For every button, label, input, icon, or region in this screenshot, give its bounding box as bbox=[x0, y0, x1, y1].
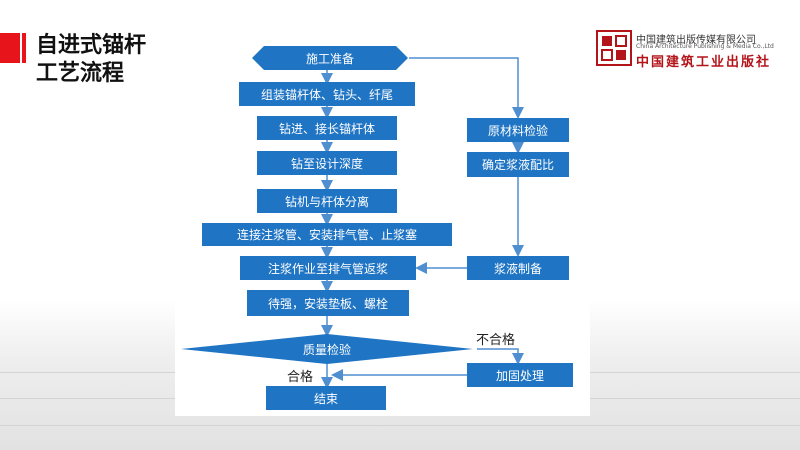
step-assemble: 组装锚杆体、钻头、纤尾 bbox=[239, 82, 415, 106]
decision-shape bbox=[181, 334, 473, 364]
slide-title: 自进式锚杆 工艺流程 bbox=[36, 32, 146, 88]
floor-line bbox=[0, 425, 800, 426]
logo-name-en: China Architecture Publishing & Media Co… bbox=[636, 43, 774, 50]
side-slurry-prep: 浆液制备 bbox=[467, 256, 569, 280]
accent-bar bbox=[0, 33, 20, 63]
start-node-shape bbox=[252, 46, 408, 70]
accent-bar-thin bbox=[22, 33, 26, 63]
title-line-1: 自进式锚杆 bbox=[36, 33, 147, 58]
fail-label: 不合格 bbox=[476, 333, 516, 348]
step-grouting: 注浆作业至排气管返浆 bbox=[240, 256, 416, 280]
step-separate: 钻机与杆体分离 bbox=[257, 189, 397, 213]
decision-quality-check: 质量检验 bbox=[302, 342, 351, 357]
side-mix-ratio: 确定浆液配比 bbox=[467, 152, 569, 177]
title-line-2: 工艺流程 bbox=[36, 61, 125, 86]
publisher-logo: 中国建筑出版传媒有限公司 China Architecture Publishi… bbox=[596, 30, 786, 70]
fix-reinforce: 加固处理 bbox=[467, 363, 573, 387]
start-node: 施工准备 bbox=[305, 51, 354, 66]
side-material-check: 原材料检验 bbox=[467, 118, 569, 142]
step-cure-install: 待强，安装垫板、螺栓 bbox=[247, 290, 409, 316]
logo-brand: 中国建筑工业出版社 bbox=[636, 55, 772, 70]
step-drill-extend: 钻进、接长锚杆体 bbox=[257, 116, 397, 140]
step-connect-grout: 连接注浆管、安装排气管、止浆塞 bbox=[202, 223, 452, 246]
logo-name-cn: 中国建筑出版传媒有限公司 bbox=[636, 35, 756, 46]
step-drill-depth: 钻至设计深度 bbox=[257, 151, 397, 175]
end-node: 结束 bbox=[266, 386, 386, 410]
pass-label: 合格 bbox=[287, 370, 314, 385]
publisher-emblem-icon bbox=[596, 30, 632, 66]
